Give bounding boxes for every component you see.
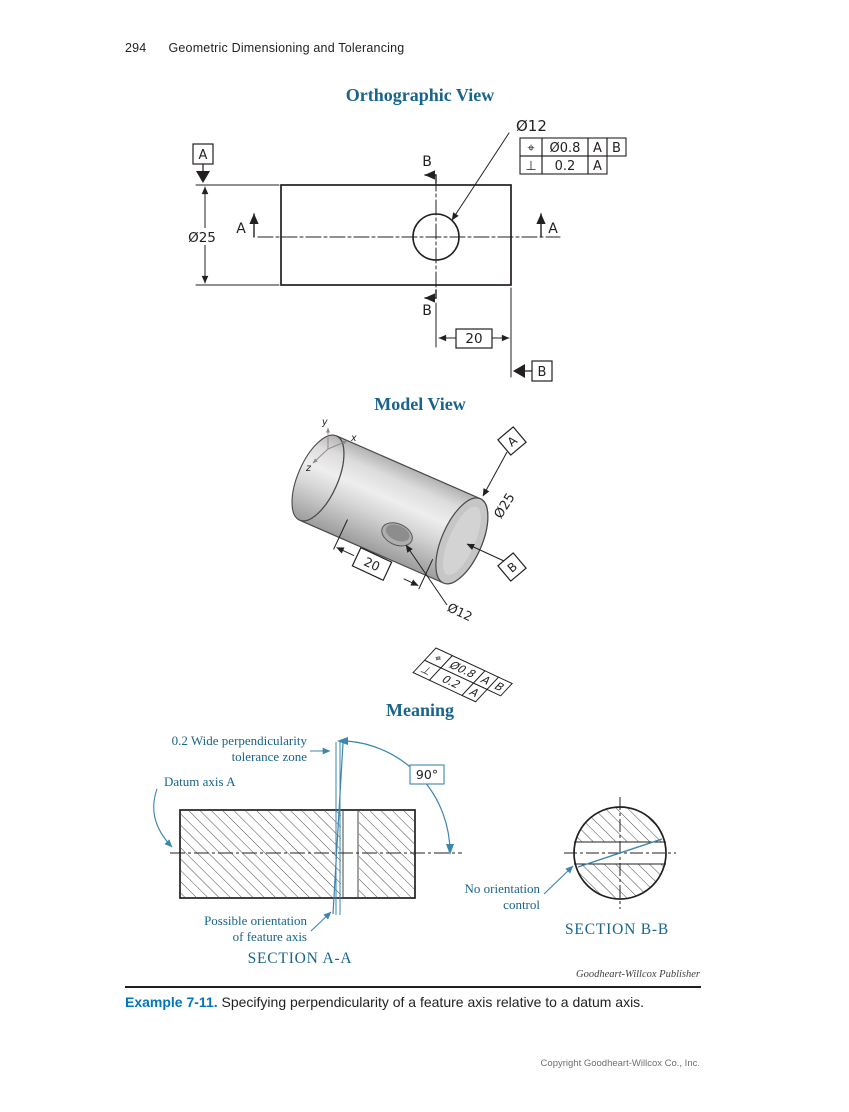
- model-view-drawing: y x z A Ø25 20: [291, 417, 527, 703]
- arc-arrow-bottom: [446, 844, 454, 855]
- section-a-label-right: A: [548, 221, 558, 237]
- page-header: 294 Geometric Dimensioning and Toleranci…: [125, 41, 404, 55]
- dim20-label: 20: [465, 331, 482, 347]
- hole-circle: [412, 213, 460, 261]
- model-fcf: ⌖ Ø0.8 A B ⊥ 0.2 A: [412, 647, 513, 703]
- orthographic-view-title: Orthographic View: [345, 85, 495, 105]
- section-outline: [179, 809, 416, 899]
- no-orientation-line2: control: [503, 896, 540, 912]
- caption-divider: [125, 986, 701, 988]
- fcf-position-symbol: ⌖: [527, 141, 535, 156]
- copyright-footer: Copyright Goodheart-Willcox Co., Inc.: [540, 1058, 700, 1069]
- hole-leader: [451, 132, 510, 221]
- axis-x-label: x: [350, 433, 357, 444]
- model-dim20: 20: [333, 519, 434, 590]
- model-hole-leader: [405, 544, 448, 606]
- fcf-perpendicularity-symbol: ⊥: [525, 159, 536, 174]
- section-aa-label: SECTION A-A: [247, 950, 353, 967]
- bb-feature-axis-line: [577, 838, 663, 868]
- angle-label: 90°: [416, 767, 438, 782]
- section-aa-drawing: 90°: [153, 737, 462, 932]
- figure-caption: Example 7-11. Specifying perpendicularit…: [125, 993, 705, 1012]
- model-datum-a-leader: [482, 451, 508, 497]
- axis-y-label: y: [321, 417, 328, 428]
- model-datum-b-leader: [466, 543, 505, 562]
- triad-labels: y x z: [305, 417, 357, 474]
- caption-label: Example 7-11.: [125, 994, 218, 1010]
- zone-note-line2: tolerance zone: [231, 748, 307, 764]
- zone-note: 0.2 Wide perpendicularity tolerance zone: [130, 733, 307, 764]
- fcf-tolerance-2: 0.2: [555, 159, 576, 174]
- orthographic-drawing: A A B B Ø12 ⌖ Ø0.8 A B ⊥: [183, 117, 627, 382]
- section-b-label-bottom: B: [422, 303, 432, 319]
- model-dia25-label: Ø25: [492, 491, 519, 522]
- datum-b-box: [531, 360, 553, 382]
- datum-a-triangle: [196, 171, 210, 183]
- cylinder-3d: [291, 434, 489, 585]
- model-datum-a-flag: A: [497, 426, 527, 456]
- publisher-credit: Goodheart-Willcox Publisher: [576, 969, 700, 980]
- part-outline: [280, 184, 512, 286]
- fcf-datum-ref-a: A: [593, 141, 602, 156]
- orientation-note-line2: of feature axis: [232, 928, 307, 944]
- no-orientation-note: No orientation control: [428, 881, 540, 912]
- no-orientation-leader: [543, 865, 574, 895]
- orientation-note-line1: Possible orientation: [204, 913, 307, 928]
- feature-axis-line: [332, 742, 344, 915]
- coordinate-triad: [312, 427, 348, 464]
- datum-axis-leader: [153, 788, 173, 848]
- fcf-text: ⌖ Ø0.8 A B ⊥ 0.2 A: [525, 141, 621, 174]
- fcf-datum-ref-b: B: [612, 141, 621, 156]
- section-a-label-left: A: [236, 221, 246, 237]
- datum-b-letter: B: [538, 365, 547, 380]
- feature-control-frame: [519, 137, 627, 175]
- section-bb-label: SECTION B-B: [565, 921, 669, 938]
- datum-a-letter: A: [199, 148, 208, 163]
- section-bb-drawing: [543, 797, 676, 909]
- datum-b-triangle: [513, 364, 525, 378]
- model-dia12-label: Ø12: [445, 600, 475, 624]
- model-datum-b-flag: B: [497, 552, 527, 582]
- running-title: Geometric Dimensioning and Tolerancing: [168, 41, 405, 55]
- axis-z-label: z: [305, 463, 312, 474]
- datum-axis-note: Datum axis A: [164, 774, 236, 789]
- fcf-datum-ref-a2: A: [593, 159, 602, 174]
- arc-arrow-top: [337, 737, 348, 745]
- dim25-label: Ø25: [188, 230, 216, 246]
- technical-drawing: A A B B Ø12 ⌖ Ø0.8 A B ⊥: [153, 117, 676, 932]
- zone-note-line1: 0.2 Wide perpendicularity: [171, 733, 307, 748]
- meaning-title: Meaning: [385, 700, 454, 720]
- orientation-note: Possible orientation of feature axis: [137, 913, 307, 944]
- fcf-tolerance-1: Ø0.8: [550, 141, 581, 156]
- dim20-basic-box: [455, 328, 493, 349]
- model-view-title: Model View: [374, 394, 466, 414]
- page-number: 294: [125, 41, 147, 55]
- angle-box: [409, 764, 445, 785]
- dim25-mask: [183, 228, 223, 245]
- section-b-arrow-bottom: [424, 289, 437, 303]
- no-orientation-line1: No orientation: [464, 881, 540, 896]
- hole-diameter-label: Ø12: [516, 117, 547, 135]
- section-b-label-top: B: [422, 154, 432, 170]
- model-dim20-label: 20: [362, 554, 383, 574]
- hatch-right: [359, 811, 414, 897]
- section-b-arrow-top: [424, 170, 437, 184]
- orientation-leader: [310, 911, 332, 932]
- caption-text: Specifying perpendicularity of a feature…: [217, 994, 645, 1010]
- hatch-left: [181, 811, 341, 897]
